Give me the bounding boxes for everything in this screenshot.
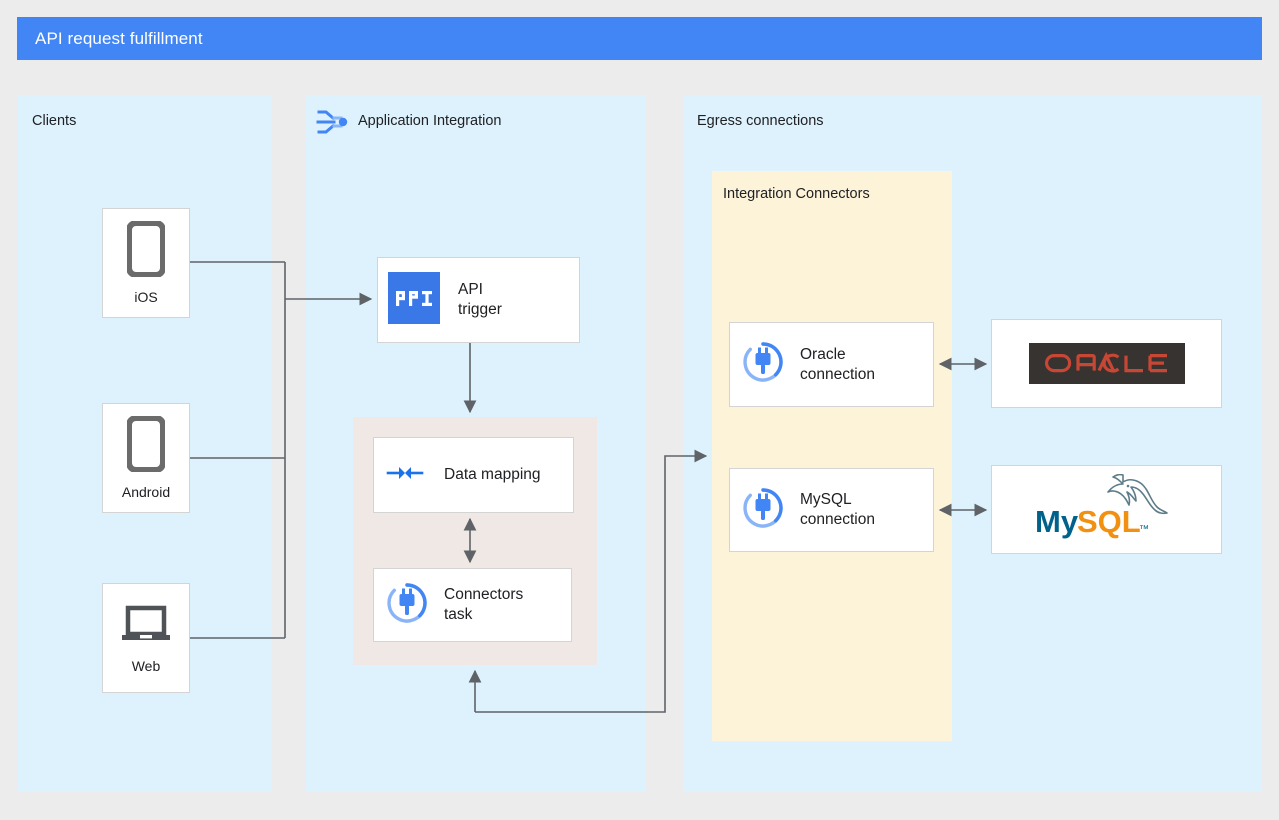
node-data-mapping[interactable]: Data mapping xyxy=(373,437,574,513)
svg-text:SQL: SQL xyxy=(1077,504,1141,539)
mobile-phone-icon xyxy=(126,220,166,282)
diagram-title-bar: API request fulfillment xyxy=(17,17,1262,60)
subpanel-integration-connectors xyxy=(712,171,952,741)
subpanel-integration-connectors-label: Integration Connectors xyxy=(723,186,870,202)
page-title: API request fulfillment xyxy=(35,28,203,48)
connectors-icon xyxy=(386,582,428,629)
node-mysql-connection[interactable]: MySQL connection xyxy=(729,468,934,552)
data-mapping-icon xyxy=(386,460,424,491)
application-integration-icon xyxy=(316,106,350,143)
connectors-icon xyxy=(742,341,784,388)
laptop-icon xyxy=(120,602,172,651)
backend-oracle[interactable] xyxy=(991,319,1222,408)
mysql-logo: My SQL ™ xyxy=(1029,473,1185,545)
client-node-android[interactable]: Android xyxy=(102,403,190,513)
client-node-android-label: Android xyxy=(121,484,171,500)
client-node-web[interactable]: Web xyxy=(102,583,190,693)
node-mysql-connection-label: MySQL connection xyxy=(800,491,875,528)
connectors-icon xyxy=(742,487,784,534)
svg-text:My: My xyxy=(1035,504,1079,539)
client-node-ios-label: iOS xyxy=(134,289,158,305)
node-connectors-task[interactable]: Connectors task xyxy=(373,568,572,642)
node-api-trigger-label: API trigger xyxy=(458,281,502,318)
backend-mysql[interactable]: My SQL ™ xyxy=(991,465,1222,554)
node-api-trigger[interactable]: API trigger xyxy=(377,257,580,343)
panel-clients-label: Clients xyxy=(32,113,77,129)
client-node-ios[interactable]: iOS xyxy=(102,208,190,318)
node-oracle-connection[interactable]: Oracle connection xyxy=(729,322,934,407)
svg-text:™: ™ xyxy=(1139,524,1149,535)
client-node-web-label: Web xyxy=(131,658,161,674)
panel-egress-connections-label: Egress connections xyxy=(697,113,824,129)
node-data-mapping-label: Data mapping xyxy=(444,466,541,484)
panel-application-integration-label: Application Integration xyxy=(358,113,502,129)
node-oracle-connection-label: Oracle connection xyxy=(800,345,875,383)
api-trigger-icon xyxy=(388,271,440,329)
node-connectors-task-label: Connectors task xyxy=(444,586,524,623)
oracle-logo xyxy=(1028,343,1185,384)
mobile-phone-icon xyxy=(126,415,166,477)
